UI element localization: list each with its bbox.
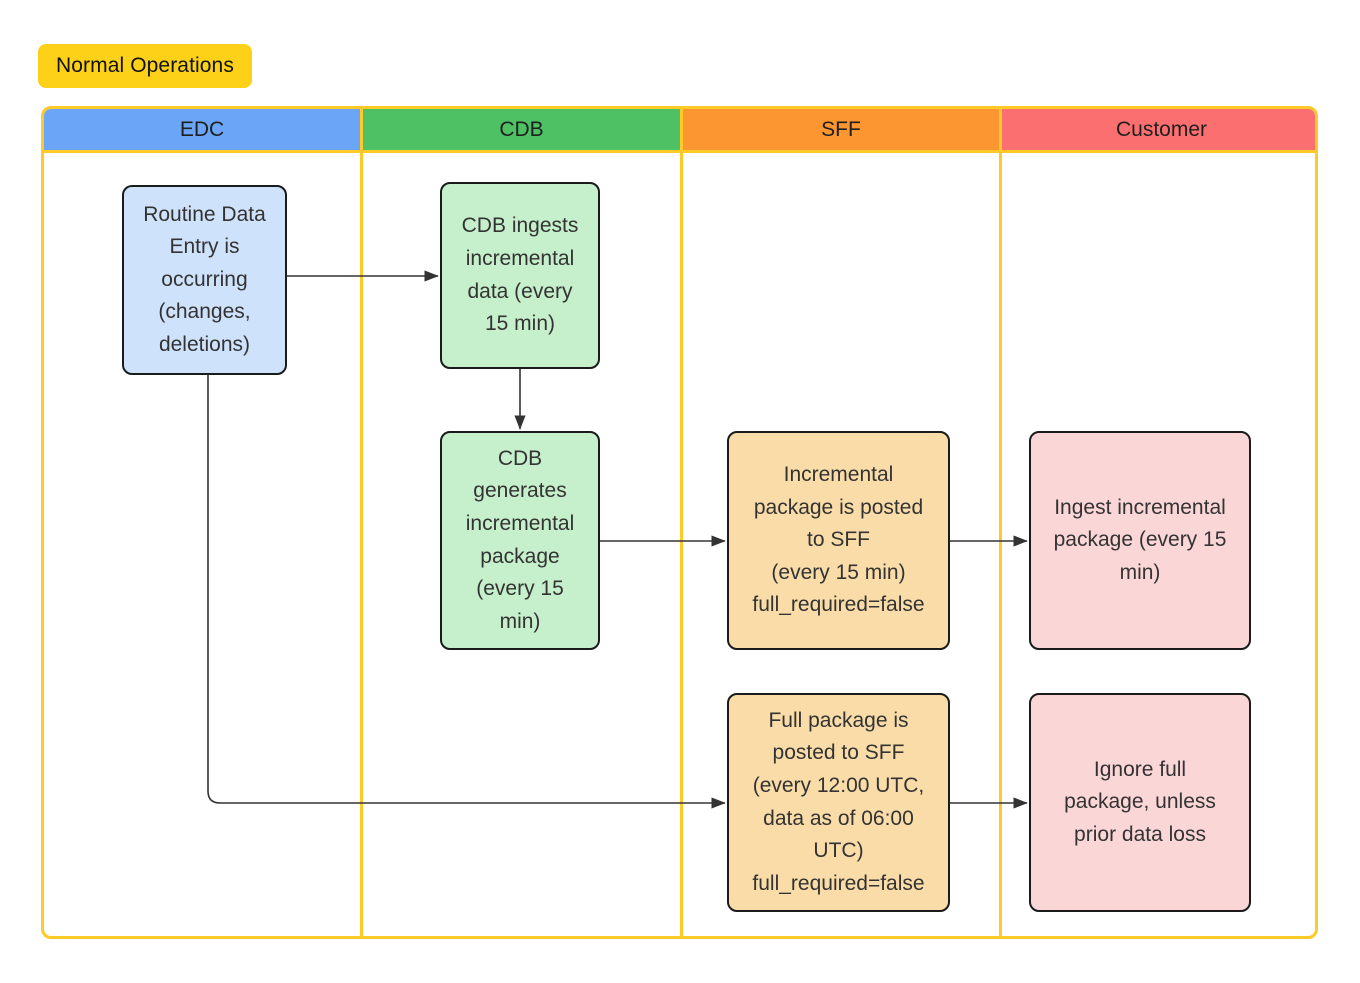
page-title: Normal Operations [56, 54, 234, 77]
node-label: CDB ingests incremental data (every 15 m… [461, 214, 579, 336]
lane-header-edc-label: EDC [179, 117, 225, 141]
node-full-posted[interactable]: Full package is posted to SFF (every 12:… [727, 693, 950, 912]
lane-header-customer-label: Customer [1115, 117, 1208, 141]
lane-header-customer: Customer [1002, 109, 1315, 153]
node-label: Routine Data Entry is occurring (changes… [143, 202, 266, 356]
lane-header-cdb: CDB [363, 109, 683, 153]
node-incremental-posted[interactable]: Incremental package is posted to SFF (ev… [727, 431, 950, 650]
node-label: Incremental package is posted to SFF (ev… [752, 463, 925, 617]
node-ignore-full[interactable]: Ignore full package, unless prior data l… [1029, 693, 1251, 912]
node-label: Ignore full package, unless prior data l… [1064, 757, 1216, 846]
lane-header-row: EDC CDB SFF Customer [44, 109, 1315, 153]
diagram-title-badge: Normal Operations [38, 44, 252, 88]
node-routine-data-entry[interactable]: Routine Data Entry is occurring (changes… [122, 185, 287, 375]
lane-header-cdb-label: CDB [499, 117, 544, 141]
lane-body-sff [683, 153, 1002, 936]
node-label: Full package is posted to SFF (every 12:… [752, 708, 925, 895]
lane-header-edc: EDC [44, 109, 363, 153]
lane-header-sff: SFF [683, 109, 1002, 153]
lane-header-sff-label: SFF [821, 117, 861, 141]
node-cdb-ingests[interactable]: CDB ingests incremental data (every 15 m… [440, 182, 600, 369]
node-label: Ingest incremental package (every 15 min… [1053, 495, 1227, 584]
node-ingest-incremental[interactable]: Ingest incremental package (every 15 min… [1029, 431, 1251, 650]
node-cdb-generates[interactable]: CDB generates incremental package (every… [440, 431, 600, 650]
node-label: CDB generates incremental package (every… [465, 446, 575, 633]
